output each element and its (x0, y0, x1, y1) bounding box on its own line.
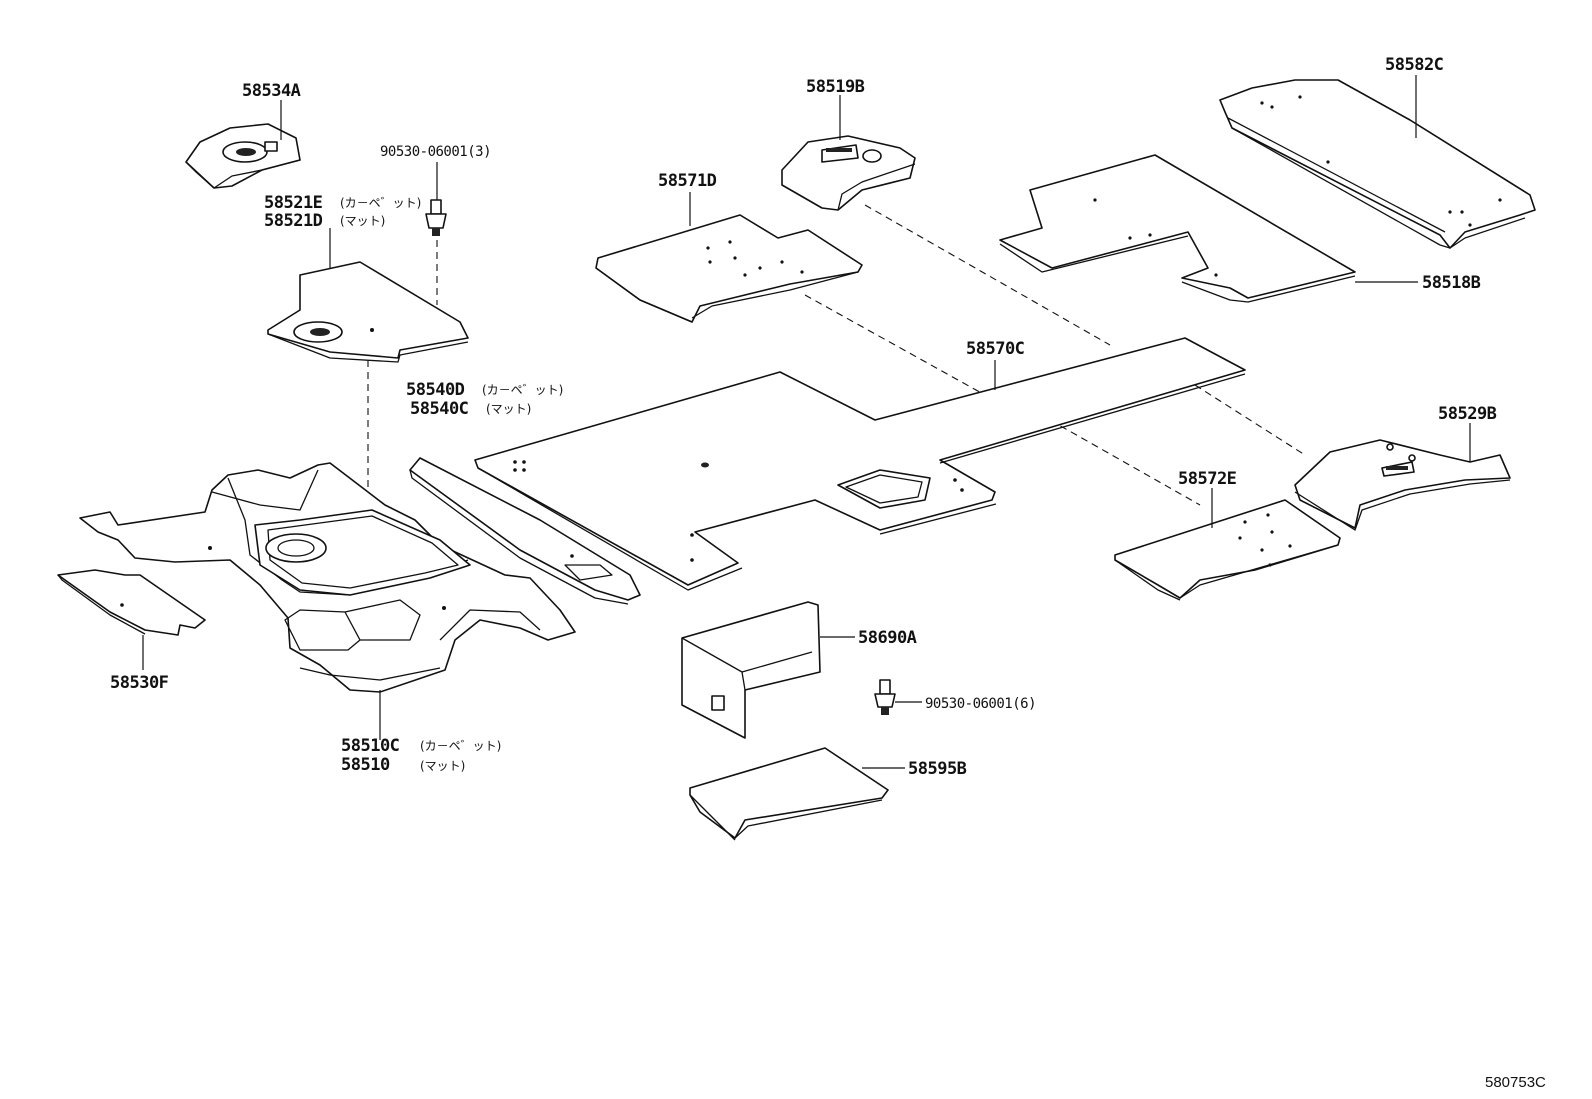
part-58521-floor-board[interactable] (267, 261, 469, 363)
clip-90530-lower[interactable] (874, 679, 896, 715)
part-58519B-housing-cover[interactable] (781, 135, 916, 211)
note-58521E: (カ－ペ゛ット) (340, 196, 421, 210)
label-58571D[interactable]: 58571D (658, 171, 717, 191)
part-58529B-housing-cover[interactable] (1294, 439, 1511, 531)
part-58530F-side-strip[interactable] (57, 569, 206, 636)
note-58510C: (カ－ペ゛ット) (420, 739, 501, 753)
part-58518B-rear-floor-board[interactable] (999, 154, 1356, 303)
label-58530F[interactable]: 58530F (110, 673, 169, 693)
label-58521D[interactable]: 58521D (264, 211, 323, 231)
label-58540D[interactable]: 58540D (406, 380, 465, 400)
note-58540C: (マット) (486, 402, 531, 416)
label-58595B[interactable]: 58595B (908, 759, 967, 779)
label-58510C[interactable]: 58510C (341, 736, 400, 756)
part-58534A-console-cover[interactable] (185, 123, 301, 189)
label-58518B[interactable]: 58518B (1422, 273, 1481, 293)
label-58510[interactable]: 58510 (341, 755, 390, 775)
label-90530-upper[interactable]: 90530-06001(3) (380, 144, 492, 160)
leader-lines (142, 75, 1471, 769)
part-58540-cross-strip[interactable] (409, 457, 641, 605)
label-58690A[interactable]: 58690A (858, 628, 917, 648)
part-labels: 58534A 90530-06001(3) 58521E (カ－ペ゛ット) 58… (110, 55, 1497, 779)
label-58582C[interactable]: 58582C (1385, 55, 1444, 75)
label-58572E[interactable]: 58572E (1178, 469, 1237, 489)
label-58521E[interactable]: 58521E (264, 193, 323, 213)
label-58529B[interactable]: 58529B (1438, 404, 1497, 424)
part-58690A-cover-plate[interactable] (681, 601, 821, 739)
diagram-code: 580753C (1485, 1074, 1546, 1091)
label-58540C[interactable]: 58540C (410, 399, 469, 419)
note-58510: (マット) (420, 759, 465, 773)
clip-90530-upper[interactable] (425, 199, 447, 236)
label-58534A[interactable]: 58534A (242, 81, 301, 101)
part-58572E-floor-board[interactable] (1114, 499, 1341, 601)
part-58571D-floor-board[interactable] (595, 214, 863, 323)
label-58519B[interactable]: 58519B (806, 77, 865, 97)
part-58582C-rear-panel[interactable] (1219, 79, 1536, 249)
part-58510-front-floor-carpet[interactable] (79, 462, 576, 693)
note-58540D: (カ－ペ゛ット) (482, 383, 563, 397)
alignment-dashed-lines (367, 204, 1306, 545)
label-90530-lower[interactable]: 90530-06001(6) (925, 696, 1037, 712)
part-58570C-rear-floor-panel[interactable] (474, 337, 1246, 591)
note-58521D: (マット) (340, 214, 385, 228)
label-58570C[interactable]: 58570C (966, 339, 1025, 359)
part-58595B-board[interactable] (689, 747, 889, 841)
